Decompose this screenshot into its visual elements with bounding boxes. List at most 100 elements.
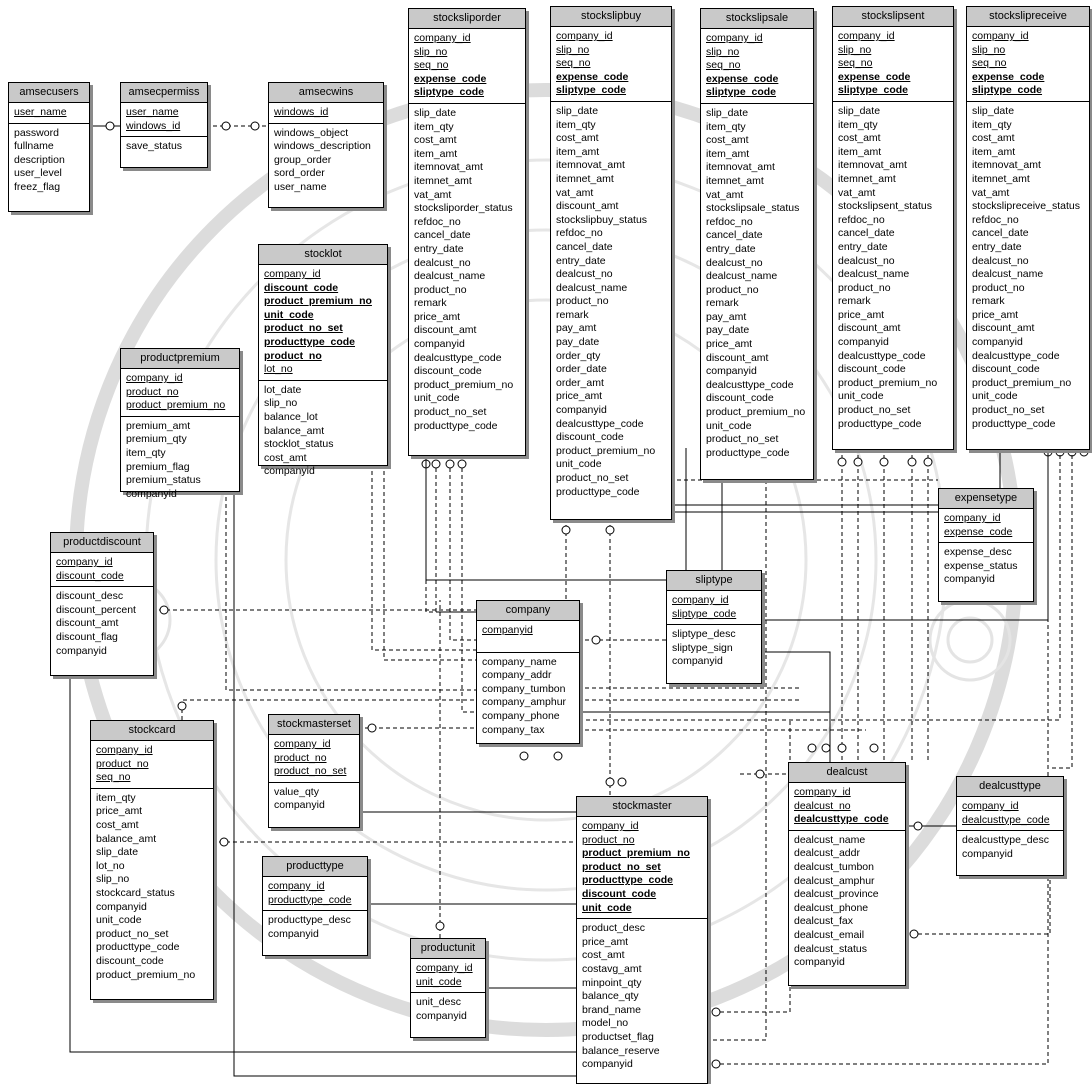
attribute-field: discount_flag [56, 630, 118, 643]
attribute-field: dealcust_no [706, 256, 763, 269]
key-field: seq_no [556, 57, 591, 70]
key-field: lot_no [264, 363, 293, 376]
attribute-field: producttype_code [556, 485, 640, 498]
optional-marker [435, 921, 445, 931]
attribute-field: entry_date [706, 242, 756, 255]
attribute-field: entry_date [414, 242, 464, 255]
key-field: expense_code [706, 72, 779, 85]
key-field: discount_code [264, 281, 339, 294]
table-stocksliporder[interactable]: stocksliporder company_id slip_no seq_no… [408, 8, 526, 456]
key-field: sliptype_code [838, 84, 909, 97]
attribute-field: model_no [582, 1017, 629, 1030]
optional-marker [553, 751, 563, 761]
attribute-section: lot_date slip_no balance_lot balance_amt… [259, 381, 387, 482]
table-amsecpermiss[interactable]: amsecpermiss user_name windows_id save_s… [120, 82, 208, 168]
optional-marker [431, 459, 441, 469]
optional-marker [837, 457, 847, 467]
attribute-field: producttype_desc [268, 914, 351, 927]
attribute-field: dealcust_name [414, 270, 486, 283]
key-section: user_name [9, 103, 89, 124]
relationship-line [706, 720, 791, 1013]
attribute-field: save_status [126, 140, 183, 153]
key-field: company_id [672, 594, 729, 606]
table-dealcust[interactable]: dealcust company_id dealcust_no dealcust… [788, 762, 906, 986]
attribute-field: companyid [274, 799, 325, 812]
attribute-field: producttype_code [972, 417, 1056, 430]
table-stocklot[interactable]: stocklot company_id discount_code produc… [258, 244, 388, 477]
table-stockcard[interactable]: stockcard company_id product_no seq_no i… [90, 720, 214, 1000]
attribute-field: product_no_set [706, 433, 779, 446]
table-sliptype[interactable]: sliptype company_id sliptype_code slipty… [666, 570, 762, 684]
relationship-line [383, 464, 476, 661]
attribute-field: expense_desc [944, 546, 1012, 559]
attribute-field: company_tax [482, 723, 545, 736]
table-expensetype[interactable]: expensetype company_id expense_code expe… [938, 488, 1034, 602]
attribute-field: item_qty [414, 120, 454, 133]
optional-marker [250, 121, 260, 131]
table-amsecwins[interactable]: amsecwins windows_id windows_object wind… [268, 82, 384, 208]
key-field: product_no [96, 757, 149, 770]
attribute-field: company_phone [482, 709, 560, 722]
attribute-field: expense_status [944, 559, 1018, 572]
table-amsecusers[interactable]: amsecusers user_name password fullname d… [8, 82, 90, 212]
table-productdiscount[interactable]: productdiscount company_id discount_code… [50, 532, 154, 676]
key-field: companyid [482, 624, 533, 636]
table-stockslipreceive[interactable]: stockslipreceive company_id slip_no seq_… [966, 6, 1090, 450]
attribute-field: lot_date [264, 383, 302, 396]
attribute-field: vat_amt [706, 188, 744, 201]
attribute-field: dealcust_amphur [794, 874, 875, 887]
optional-marker [177, 701, 187, 711]
attribute-section: save_status [121, 137, 207, 157]
attribute-field: product_no [706, 283, 759, 296]
table-producttype[interactable]: producttype company_id producttype_code … [262, 856, 368, 956]
attribute-field: product_no [556, 295, 609, 308]
key-field: expense_code [838, 70, 911, 83]
key-field: windows_id [274, 106, 329, 118]
key-field: slip_no [556, 43, 590, 56]
key-field: company_id [274, 738, 331, 750]
table-title: sliptype [667, 571, 761, 591]
key-field: user_name [14, 106, 67, 118]
table-dealcusttype[interactable]: dealcusttype company_id dealcusttype_cod… [956, 776, 1064, 876]
attribute-field: dealcust_no [556, 268, 613, 281]
attribute-field: remark [706, 297, 739, 310]
table-stockmasterset[interactable]: stockmasterset company_id product_no pro… [268, 714, 360, 828]
table-company[interactable]: company companyid company_name company_a… [476, 600, 580, 744]
table-stockmaster[interactable]: stockmaster company_id product_no produc… [576, 796, 708, 1084]
attribute-field: companyid [96, 900, 147, 913]
attribute-field: slip_date [96, 846, 139, 859]
attribute-section: value_qty companyid [269, 783, 359, 816]
table-stockslipsale[interactable]: stockslipsale company_id slip_no seq_no … [700, 8, 814, 480]
attribute-field: dealcust_status [794, 942, 867, 955]
attribute-field: discount_code [556, 431, 624, 444]
attribute-field: refdoc_no [556, 227, 603, 240]
attribute-section: slip_date item_qty cost_amt item_amt ite… [833, 102, 953, 434]
attribute-field: balance_qty [582, 990, 639, 1003]
relationship-line [371, 464, 476, 651]
attribute-field: product_premium_no [972, 376, 1072, 389]
attribute-field: cancel_date [838, 227, 895, 240]
table-productpremium[interactable]: productpremium company_id product_no pro… [120, 348, 240, 500]
attribute-field: discount_amt [972, 322, 1035, 335]
attribute-field: itemnet_amt [706, 174, 764, 187]
relationship-line [435, 454, 476, 613]
key-field: unit_code [416, 975, 462, 988]
table-stockslipbuy[interactable]: stockslipbuy company_id slip_no seq_no e… [550, 6, 672, 520]
attribute-field: companyid [416, 1009, 467, 1022]
relationship-line [706, 480, 767, 1041]
table-productunit[interactable]: productunit company_id unit_code unit_de… [410, 938, 486, 1038]
key-field: product_premium_no [126, 399, 226, 412]
attribute-section: windows_object windows_description group… [269, 124, 383, 198]
attribute-field: producttype_code [706, 446, 790, 459]
attribute-field: balance_amt [264, 424, 325, 437]
attribute-field: discount_amt [838, 322, 901, 335]
attribute-field: unit_code [414, 392, 460, 405]
attribute-section: slip_date item_qty cost_amt item_amt ite… [409, 104, 525, 436]
attribute-field: discount_percent [56, 603, 136, 616]
attribute-field: item_amt [414, 147, 458, 160]
attribute-field: dealcust_name [838, 268, 910, 281]
table-stockslipsent[interactable]: stockslipsent company_id slip_no seq_no … [832, 6, 954, 450]
attribute-field: windows_description [274, 140, 371, 153]
attribute-field: item_qty [96, 791, 136, 804]
attribute-field: company_name [482, 655, 557, 668]
